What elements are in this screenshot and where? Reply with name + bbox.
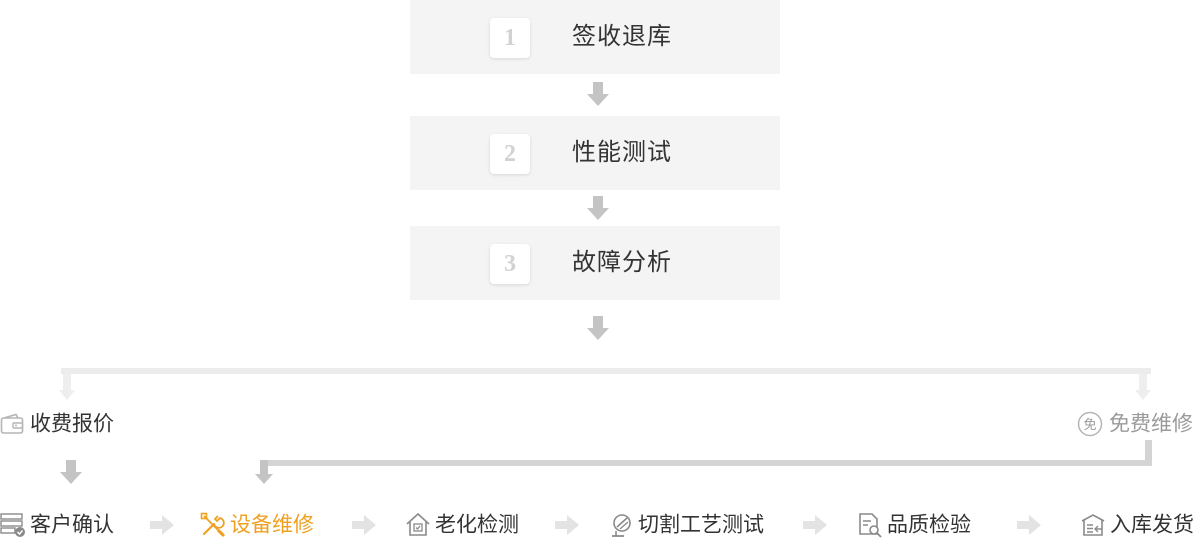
right-arrow-icon (352, 515, 376, 535)
process-label: 设备维修 (230, 513, 314, 537)
down-arrow-icon (587, 196, 609, 220)
process-label: 品质检验 (887, 513, 971, 537)
process-equipment-repair: 设备维修 (200, 508, 314, 542)
right-arrow-icon (555, 515, 579, 535)
step-1: 1 签收退库 (410, 0, 780, 74)
down-arrow-icon (60, 460, 82, 484)
step-number: 2 (490, 134, 530, 174)
process-quality-inspection: 品质检验 (857, 508, 971, 542)
branch-label: 免费维修 (1109, 412, 1193, 436)
process-label: 切割工艺测试 (638, 513, 764, 537)
right-arrow-icon (1017, 515, 1041, 535)
down-arrow-icon (587, 316, 609, 340)
step-label: 签收退库 (572, 23, 672, 50)
process-label: 客户确认 (30, 513, 114, 537)
right-arrow-icon (803, 515, 827, 535)
document-search-icon (859, 513, 882, 539)
split-connector (59, 368, 1151, 400)
process-aging-test: 老化检测 (405, 508, 519, 542)
return-connector (255, 440, 1152, 484)
step-label: 故障分析 (572, 249, 672, 276)
step-3: 3 故障分析 (410, 226, 780, 300)
process-cutting-test: 切割工艺测试 (608, 508, 764, 542)
step-label: 性能测试 (572, 139, 672, 166)
process-warehouse-ship: 入库发货 (1080, 508, 1194, 542)
step-2: 2 性能测试 (410, 116, 780, 190)
tools-icon (200, 513, 225, 538)
down-arrow-icon (587, 82, 609, 106)
process-label: 入库发货 (1110, 513, 1194, 537)
step-number: 3 (490, 244, 530, 284)
free-badge-icon: 免 (1077, 412, 1103, 437)
cutting-icon (612, 514, 631, 538)
step-number: 1 (490, 18, 530, 58)
branch-free-repair: 免 免费维修 (1077, 408, 1193, 440)
process-customer-confirm: 客户确认 (0, 508, 114, 542)
branch-label: 收费报价 (30, 412, 114, 436)
house-check-icon (406, 513, 430, 537)
right-arrow-icon (150, 515, 174, 535)
warehouse-icon (1081, 514, 1105, 537)
free-badge-text: 免 (1083, 418, 1096, 433)
wallet-icon (0, 414, 24, 435)
branch-paid-quote: 收费报价 (0, 408, 114, 440)
process-label: 老化检测 (435, 513, 519, 537)
server-check-icon (0, 513, 25, 538)
